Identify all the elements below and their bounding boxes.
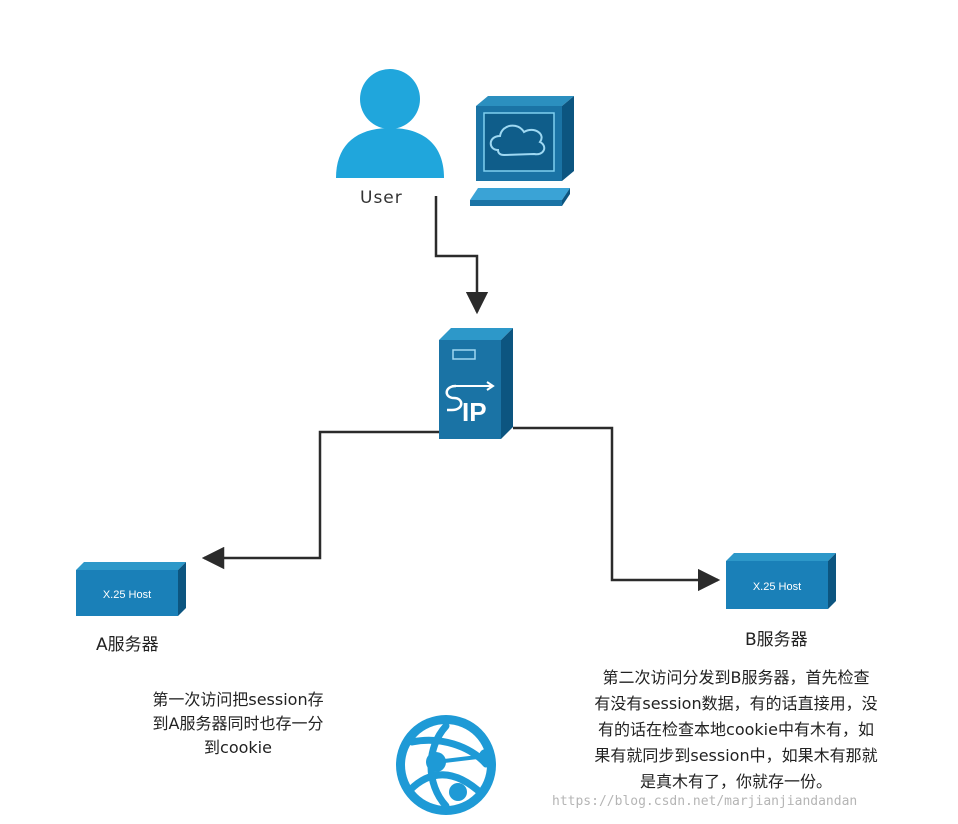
user-label: User — [360, 188, 403, 208]
arrow-user-to-server — [434, 196, 489, 315]
server-a-note: 第一次访问把session存 到A服务器同时也存一分 到cookie — [152, 690, 324, 757]
host-a-box: X.25 Host — [76, 562, 186, 616]
host-a-box-text: X.25 Host — [103, 589, 151, 601]
user-icon — [336, 69, 444, 178]
sip-server-icon: IP — [439, 328, 513, 439]
computer-icon — [470, 96, 574, 206]
watermark: https://blog.csdn.net/marjianjiandandan — [552, 794, 858, 809]
server-a-label: A服务器 — [96, 635, 159, 655]
sip-badge: IP — [462, 397, 487, 427]
arrow-server-to-host-b — [513, 426, 721, 592]
server-b-label: B服务器 — [745, 630, 808, 650]
arrow-server-to-host-a — [201, 430, 439, 570]
server-b-note: 第二次访问分发到B服务器，首先检查 有没有session数据，有的话直接用，没 … — [594, 668, 878, 791]
web-globe-icon — [396, 715, 496, 815]
host-b-box-text: X.25 Host — [753, 581, 801, 593]
host-b-box: X.25 Host — [726, 553, 836, 609]
